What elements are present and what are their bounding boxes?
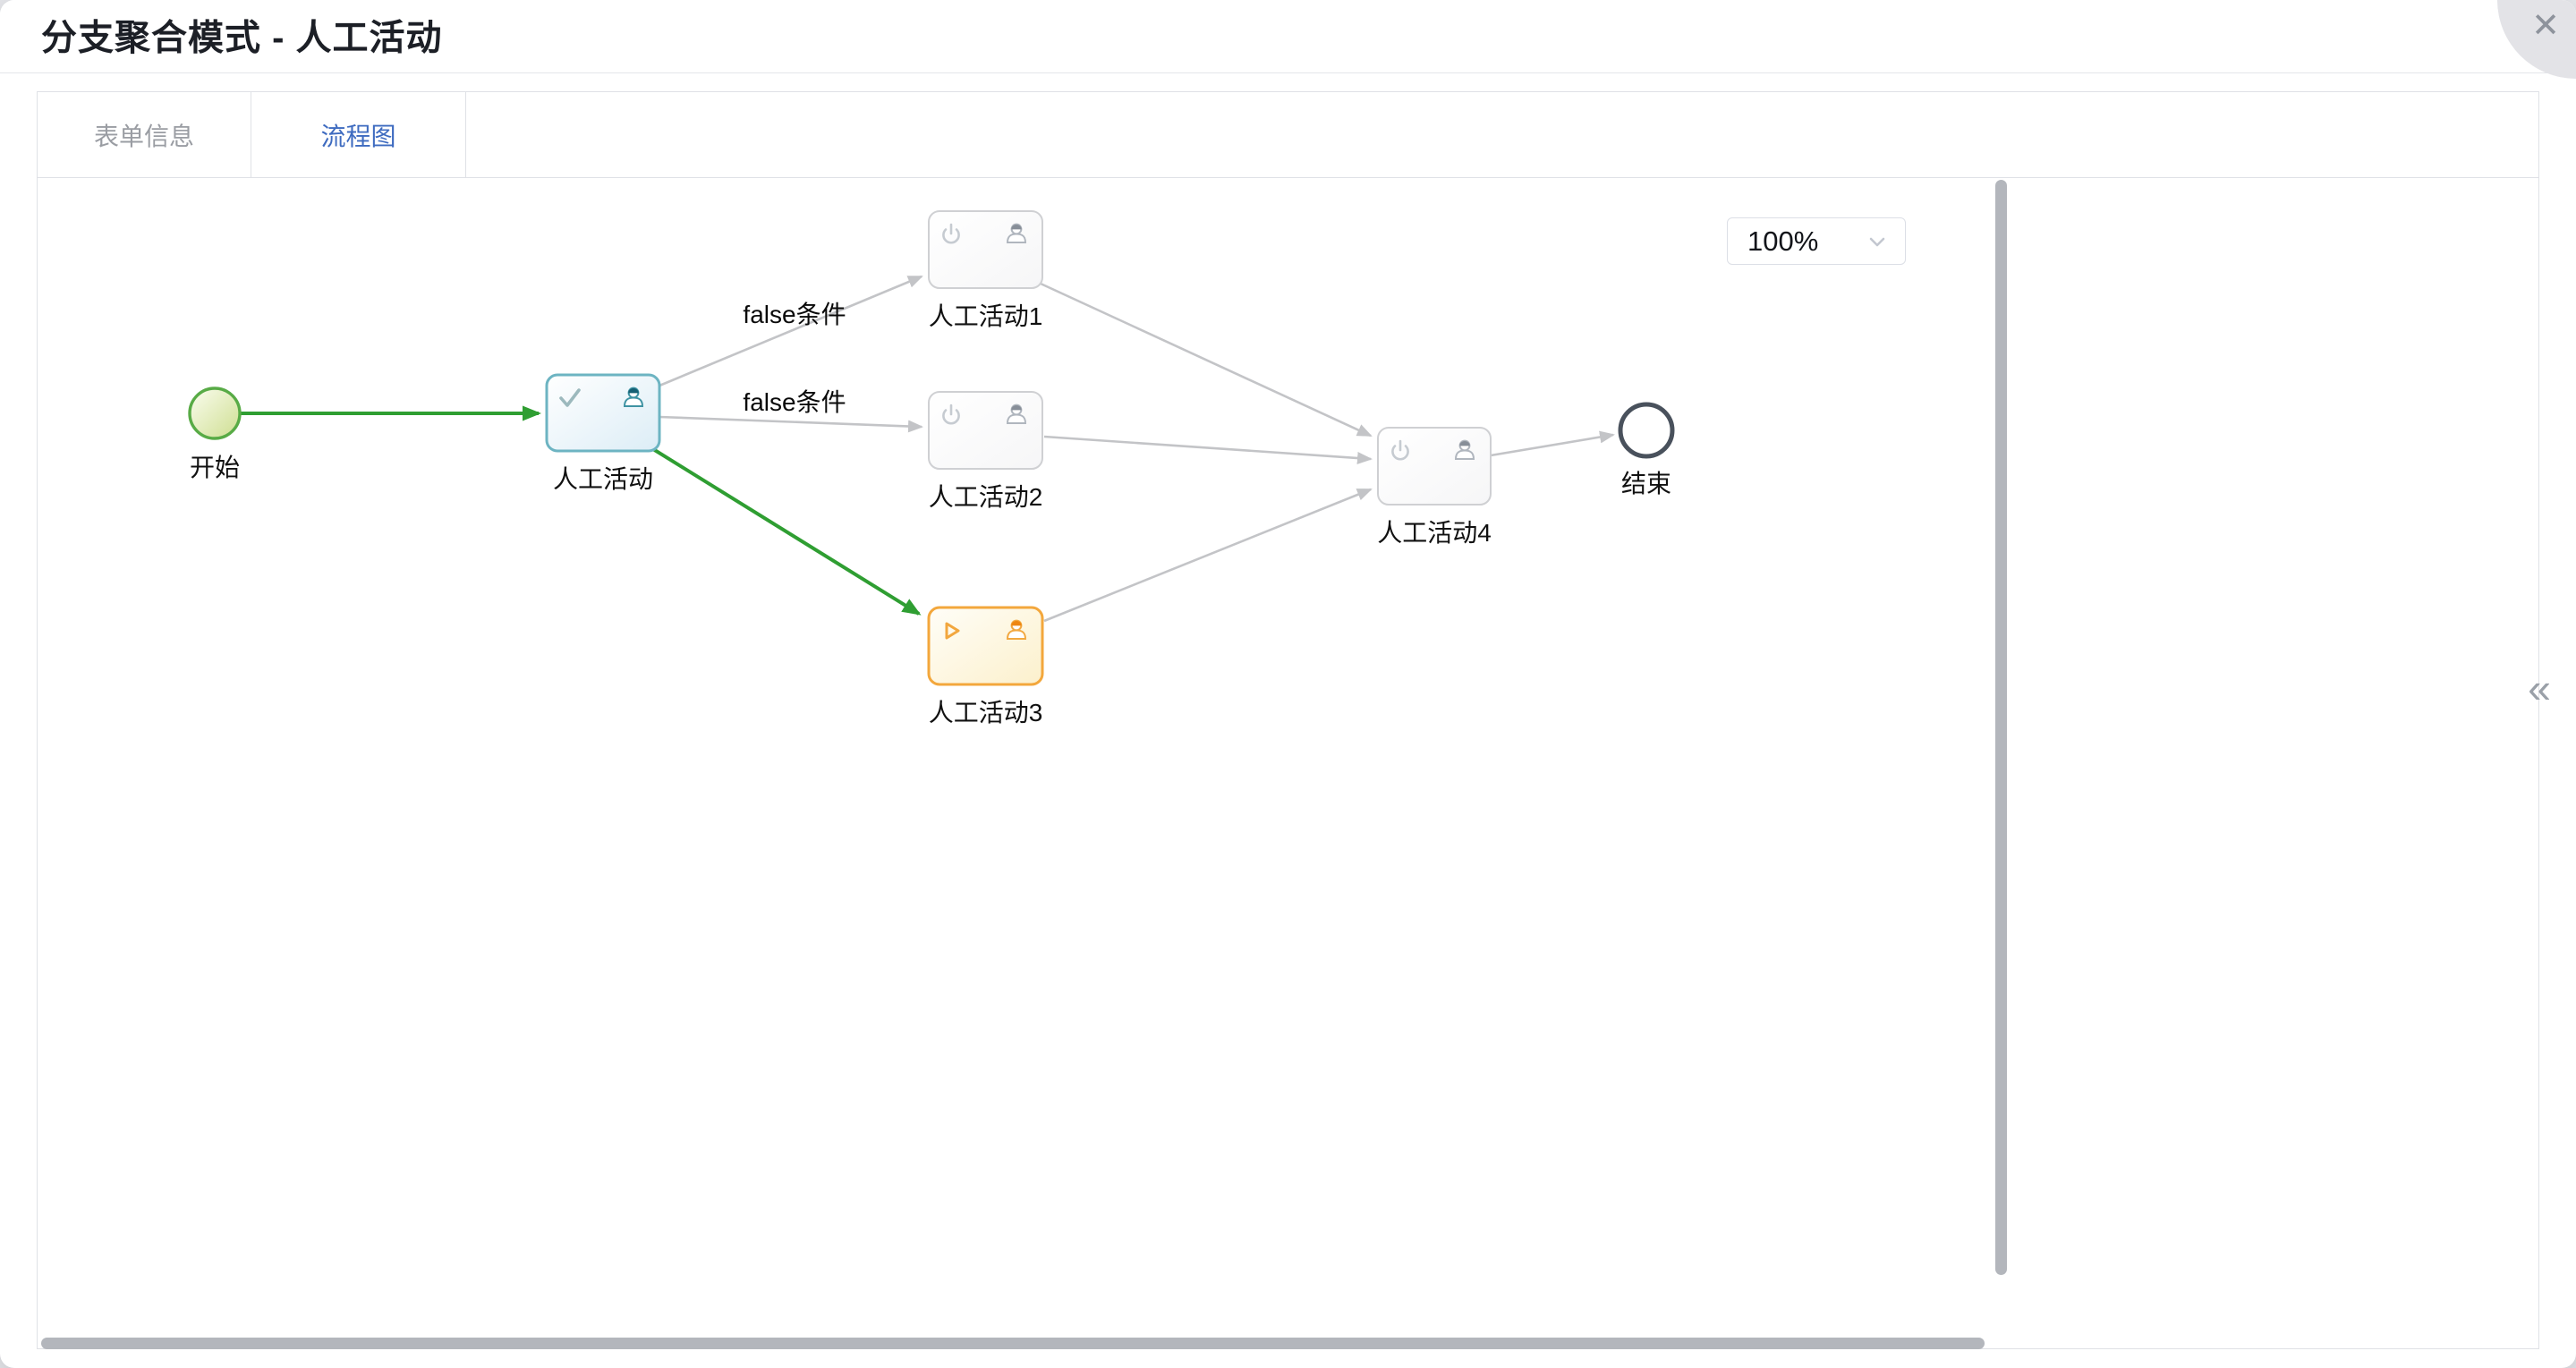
edge-task-3-to-task-4 <box>1043 488 1373 623</box>
edge-task-1-to-task-4 <box>1040 282 1373 438</box>
dialog-header: 分支聚合模式 - 人工活动 <box>0 0 2576 73</box>
node-task-main[interactable]: 人工活动 <box>545 373 661 493</box>
edge-task-main-to-task-2: false条件 <box>659 388 923 433</box>
edge-label: false条件 <box>743 301 846 328</box>
node-label: 结束 <box>1621 470 1671 497</box>
power-icon <box>942 404 960 425</box>
node-start[interactable]: 开始 <box>188 387 242 481</box>
edge-label: false条件 <box>743 388 846 416</box>
horizontal-scrollbar-thumb[interactable] <box>41 1338 1985 1349</box>
double-chevron-left-icon: « <box>2528 665 2551 711</box>
close-icon[interactable]: ✕ <box>2531 7 2560 45</box>
node-label: 人工活动3 <box>929 699 1043 726</box>
check-icon <box>559 388 581 407</box>
node-label: 人工活动1 <box>929 302 1043 330</box>
edge-task-main-to-task-3 <box>651 447 922 616</box>
person-icon <box>1006 619 1027 640</box>
edge-task-2-to-task-4 <box>1043 435 1373 464</box>
node-task-1[interactable]: 人工活动1 <box>928 210 1043 330</box>
collapse-panel-toggle[interactable]: « <box>2507 656 2572 720</box>
tab-panel: 表单信息 流程图 false条件 false条件 开始 <box>37 91 2551 1349</box>
power-icon <box>942 223 960 244</box>
chevron-down-icon <box>1869 237 1885 246</box>
node-task-2[interactable]: 人工活动2 <box>928 391 1043 511</box>
power-icon <box>1391 439 1409 461</box>
node-label: 人工活动 <box>553 465 653 493</box>
edge-task-main-to-task-1: false条件 <box>659 275 923 387</box>
node-label: 人工活动2 <box>929 483 1043 511</box>
flow-canvas[interactable]: false条件 false条件 开始 人工活动 <box>38 178 2538 1349</box>
node-label: 人工活动4 <box>1377 519 1492 547</box>
person-icon <box>1006 223 1027 243</box>
person-icon <box>1454 439 1475 460</box>
edge-task-4-to-end <box>1490 430 1615 457</box>
tab-form-info[interactable]: 表单信息 <box>38 92 251 177</box>
person-icon <box>623 387 644 407</box>
page-title: 分支聚合模式 - 人工活动 <box>41 18 443 58</box>
play-icon <box>945 622 960 640</box>
node-label: 开始 <box>190 454 240 481</box>
vertical-scrollbar-thumb[interactable] <box>1995 180 2007 1275</box>
zoom-value: 100% <box>1747 225 1819 257</box>
flow-diagram: false条件 false条件 开始 人工活动 <box>188 210 1675 726</box>
tab-flow-chart[interactable]: 流程图 <box>251 92 466 177</box>
tab-bar: 表单信息 流程图 <box>38 92 2538 178</box>
node-task-3[interactable]: 人工活动3 <box>927 606 1044 726</box>
person-icon <box>1006 404 1027 424</box>
zoom-select[interactable]: 100% <box>1727 217 1906 265</box>
node-end[interactable]: 结束 <box>1618 402 1675 497</box>
node-task-4[interactable]: 人工活动4 <box>1377 427 1492 547</box>
